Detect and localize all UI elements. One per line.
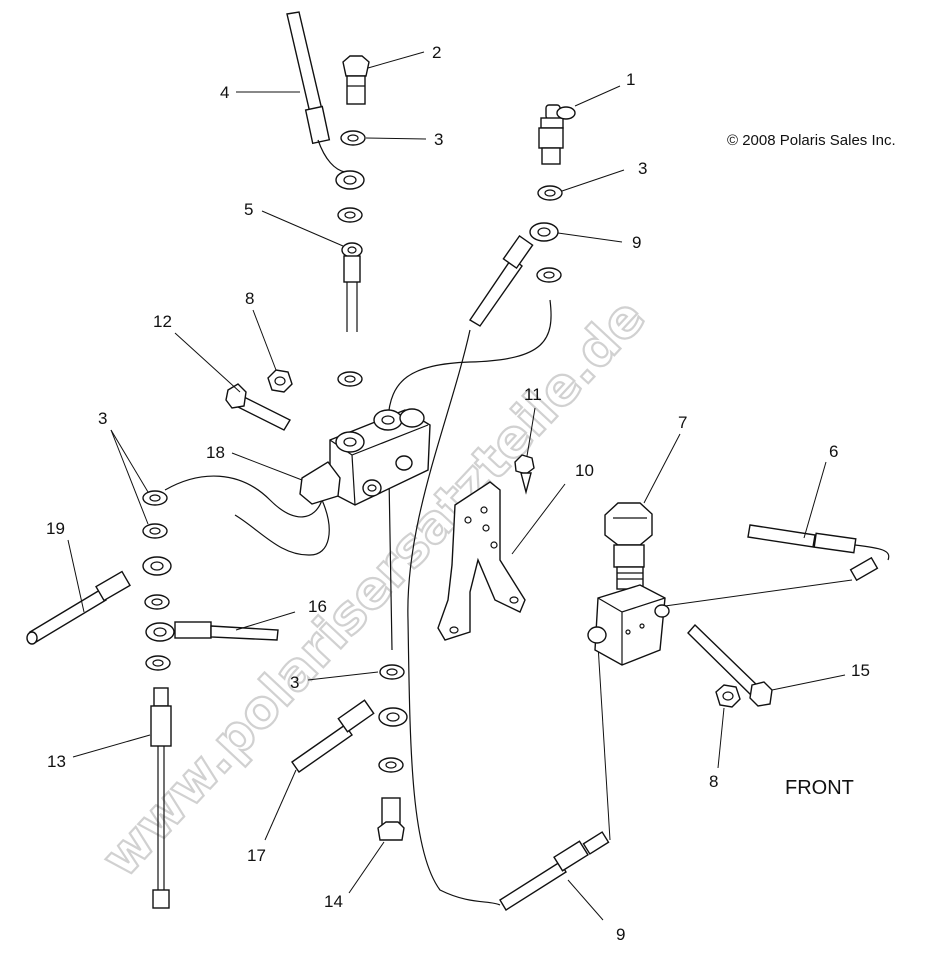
part-11-screw bbox=[514, 454, 535, 495]
callout-10: 10 bbox=[575, 461, 594, 480]
callout-3: 3 bbox=[290, 673, 299, 692]
part-7-adjustable-valve bbox=[587, 502, 670, 666]
part-18-valve-block bbox=[299, 408, 431, 506]
part-15-bolt bbox=[687, 623, 773, 707]
part-10-bracket bbox=[437, 481, 526, 641]
part-14-banjo-bolt bbox=[377, 797, 405, 841]
callout-7: 7 bbox=[678, 413, 687, 432]
callout-4: 4 bbox=[220, 83, 229, 102]
callout-17: 17 bbox=[247, 846, 266, 865]
callout-3: 3 bbox=[98, 409, 107, 428]
callout-16: 16 bbox=[308, 597, 327, 616]
part-6-brake-line bbox=[747, 524, 890, 582]
callout-19: 19 bbox=[46, 519, 65, 538]
brake-line-loop bbox=[387, 299, 552, 651]
washers bbox=[142, 130, 563, 773]
callout-11: 11 bbox=[524, 385, 542, 404]
callout-6: 6 bbox=[829, 442, 838, 461]
part-16-brake-line bbox=[145, 621, 279, 642]
part-8-nut-lower bbox=[715, 684, 741, 708]
leader-9-lower bbox=[597, 644, 611, 841]
callout-9: 9 bbox=[632, 233, 641, 252]
callout-8: 8 bbox=[245, 289, 254, 308]
part-13-brake-line bbox=[150, 687, 172, 909]
callout-8: 8 bbox=[709, 772, 718, 791]
part-5-hose-fitting bbox=[341, 242, 363, 332]
brake-line-18-19 bbox=[164, 475, 330, 556]
leader-lines bbox=[67, 51, 853, 921]
callout-1: 1 bbox=[626, 70, 635, 89]
part-17-brake-line bbox=[291, 699, 408, 773]
callout-18: 18 bbox=[206, 443, 225, 462]
callout-15: 15 bbox=[851, 661, 870, 680]
part-8-nut-upper bbox=[267, 369, 293, 393]
callout-9: 9 bbox=[616, 925, 625, 944]
part-4-brake-hose bbox=[286, 11, 365, 190]
callout-13: 13 bbox=[47, 752, 66, 771]
part-1-brake-switch bbox=[538, 104, 576, 165]
callout-3: 3 bbox=[638, 159, 647, 178]
part-9-upper-brake-line bbox=[469, 222, 559, 327]
callout-14: 14 bbox=[324, 892, 343, 911]
copyright-notice: © 2008 Polaris Sales Inc. bbox=[727, 132, 896, 149]
part-2-banjo-bolt bbox=[342, 55, 370, 105]
callout-2: 2 bbox=[432, 43, 441, 62]
callout-3: 3 bbox=[434, 130, 443, 149]
brake-line-long bbox=[407, 329, 501, 906]
part-12-bolt bbox=[225, 383, 291, 431]
callout-5: 5 bbox=[244, 200, 253, 219]
watermark: www.polarisersatzteile.de bbox=[91, 288, 657, 889]
part-19-brake-line bbox=[26, 556, 172, 645]
part-9-lower-brake-line bbox=[499, 831, 610, 911]
callout-12: 12 bbox=[153, 312, 172, 331]
front-label: FRONT bbox=[785, 777, 854, 799]
callout-labels: 1 2 3 4 5 3 9 8 12 11 3 18 7 6 10 19 16 … bbox=[46, 43, 870, 944]
